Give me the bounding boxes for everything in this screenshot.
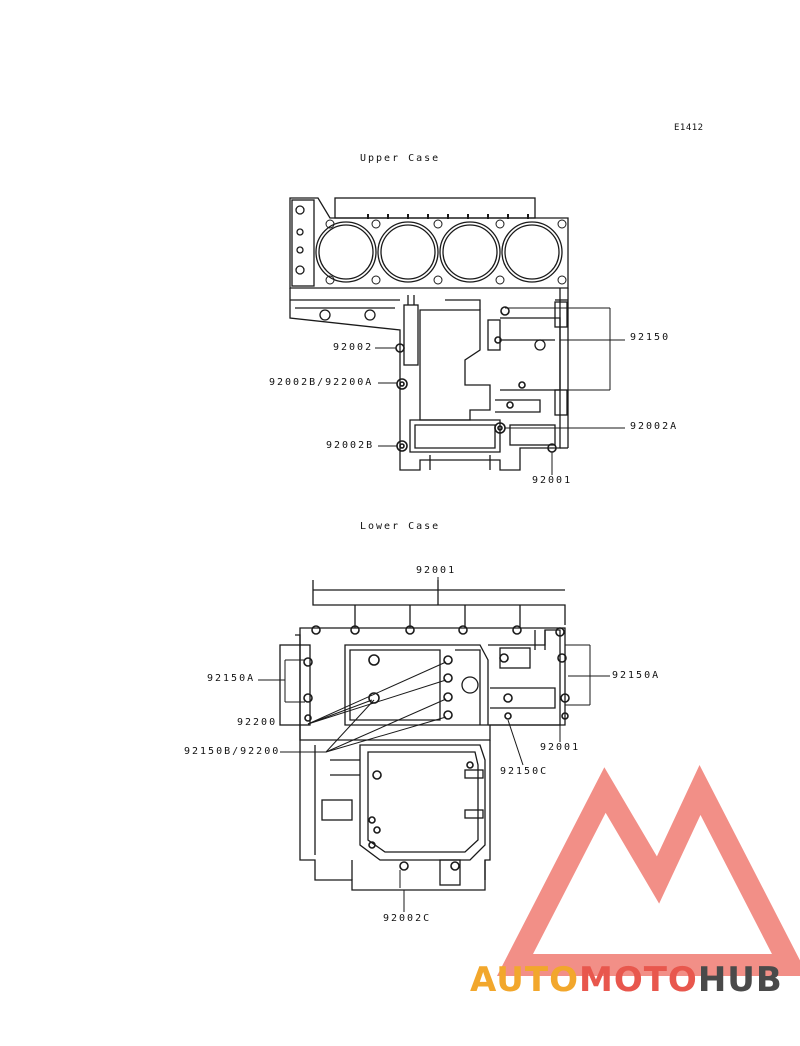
upper-case-drawing <box>289 197 625 475</box>
watermark-auto: AUTO <box>470 960 579 1000</box>
watermark-moto: MOTO <box>578 960 698 1000</box>
label-92150: 92150 <box>630 332 671 343</box>
label-92001-upper: 92001 <box>532 475 573 486</box>
watermark-hub: HUB <box>697 960 783 1000</box>
label-92002b-92200a: 92002B/92200A <box>269 377 374 388</box>
label-92200: 92200 <box>237 717 278 728</box>
lower-case-title: Lower Case <box>360 521 441 532</box>
label-92001-right: 92001 <box>540 742 581 753</box>
watermark-logo <box>496 765 800 976</box>
label-92150b-92200: 92150B/92200 <box>184 746 281 757</box>
watermark-text: AUTOMOTOHUB <box>470 960 783 1000</box>
upper-case-title: Upper Case <box>360 153 441 164</box>
label-92002a: 92002A <box>630 421 679 432</box>
lower-case-drawing <box>258 577 610 912</box>
label-92002: 92002 <box>333 342 374 353</box>
label-92001-top: 92001 <box>416 565 457 576</box>
label-92002b: 92002B <box>326 440 375 451</box>
label-92150c: 92150C <box>500 766 549 777</box>
figure-code: E1412 <box>674 123 704 133</box>
label-92150a-left: 92150A <box>207 673 256 684</box>
label-92002c: 92002C <box>383 913 432 924</box>
label-92150a-right: 92150A <box>612 670 661 681</box>
